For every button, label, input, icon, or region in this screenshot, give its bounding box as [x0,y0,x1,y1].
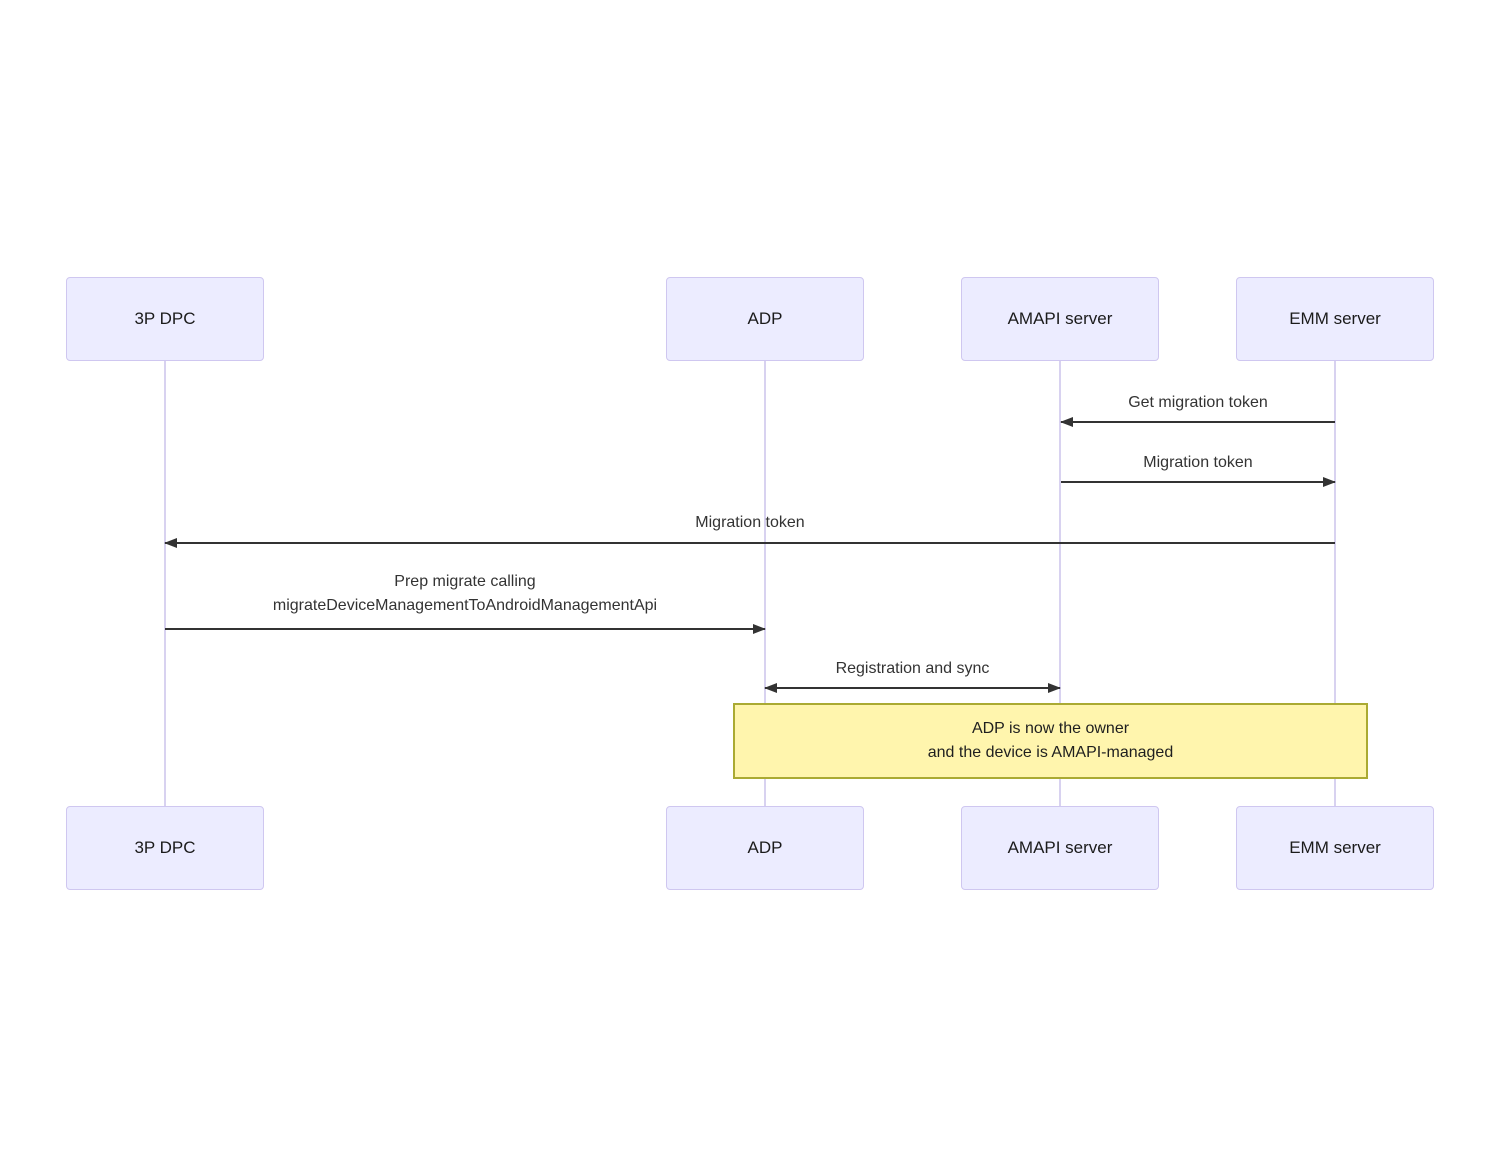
arrowhead-right-icon [1048,683,1061,693]
lifeline-adp [764,361,766,806]
actor-label: EMM server [1289,838,1381,857]
actor-3p-dpc-top: 3P DPC [66,277,264,361]
actor-emm-server-top: EMM server [1236,277,1434,361]
actor-label: ADP [747,838,783,857]
message-arrow-registration-sync [764,683,1061,693]
message-arrow-migration-token-short [1061,477,1336,487]
actor-label: EMM server [1289,309,1381,328]
arrowhead-left-icon [164,538,177,548]
note-line1: ADP is now the owner [971,720,1130,737]
actor-emm-server-bottom: EMM server [1236,806,1434,890]
actor-label: AMAPI server [1007,838,1113,857]
note-adp-owner: ADP is now the owner and the device is A… [733,703,1368,779]
arrowhead-right-icon [1323,477,1336,487]
actor-adp-top: ADP [666,277,864,361]
arrowhead-left-icon [1060,417,1073,427]
message-label-prep-migrate: Prep migrate calling migrateDeviceManage… [165,570,765,618]
message-label-get-migration-token: Get migration token [1128,394,1268,411]
actor-3p-dpc-bottom: 3P DPC [66,806,264,890]
lifeline-emm-server [1334,361,1336,806]
lifeline-3p-dpc [164,361,166,806]
message-arrow-prep-migrate [165,624,766,634]
actor-label: AMAPI server [1007,309,1113,328]
arrowhead-left-icon [764,683,777,693]
actor-amapi-server-top: AMAPI server [961,277,1159,361]
actor-label: ADP [747,309,783,328]
message-label-registration-sync: Registration and sync [835,660,990,677]
actor-label: 3P DPC [134,309,196,328]
actor-amapi-server-bottom: AMAPI server [961,806,1159,890]
message-label-migration-token-short: Migration token [1143,454,1253,471]
message-label-migration-token-long: Migration token [695,514,805,531]
message-label-line2: migrateDeviceManagementToAndroidManageme… [272,597,658,614]
actor-label: 3P DPC [134,838,196,857]
lifeline-amapi-server [1059,361,1061,806]
message-label-line1: Prep migrate calling [394,573,536,590]
message-arrow-migration-token-long [164,538,1335,548]
arrowhead-right-icon [753,624,766,634]
message-arrow-get-migration-token [1060,417,1335,427]
actor-adp-bottom: ADP [666,806,864,890]
note-line2: and the device is AMAPI-managed [927,744,1174,761]
